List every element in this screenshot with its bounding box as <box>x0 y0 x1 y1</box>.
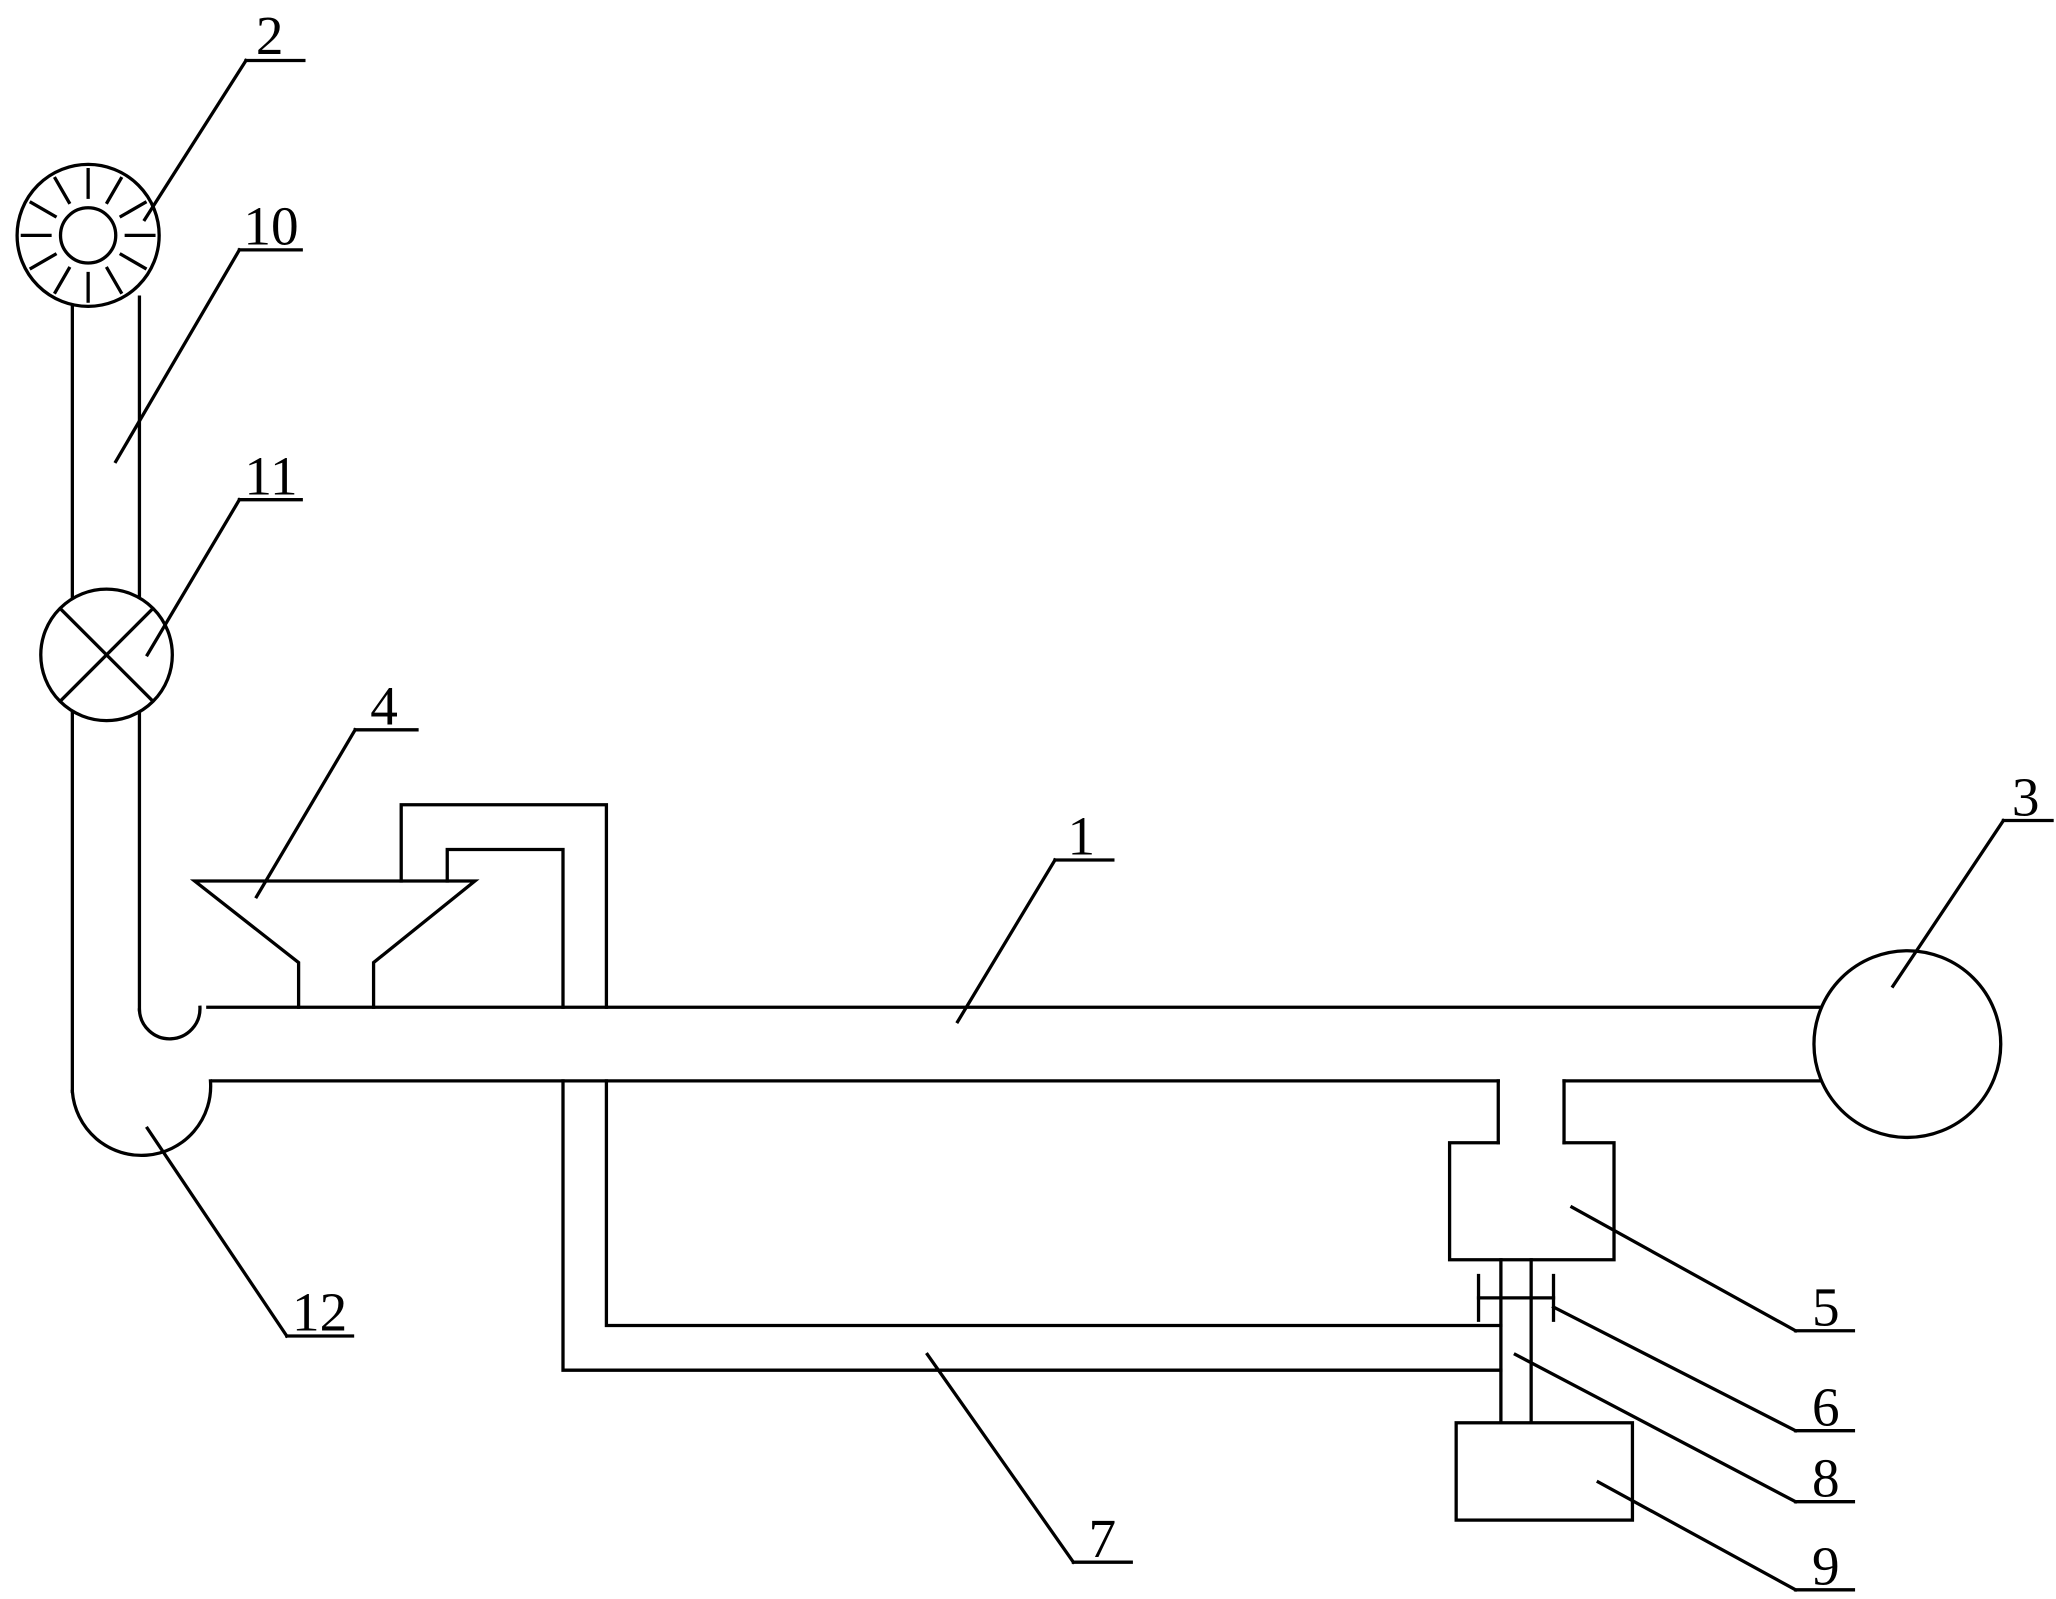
fan-spoke <box>104 176 124 205</box>
pipe-elbow <box>70 1005 213 1158</box>
flange <box>1476 1273 1556 1322</box>
label-4: 4 <box>370 676 398 737</box>
hopper <box>189 879 480 1009</box>
label-7: 7 <box>1089 1508 1117 1569</box>
label-12: 12 <box>292 1282 347 1343</box>
fan-spoke <box>53 176 72 205</box>
label-5: 5 <box>1812 1276 1840 1337</box>
fan-spoke <box>28 200 58 219</box>
label-6: 6 <box>1812 1376 1840 1437</box>
valve <box>39 587 174 723</box>
upper-loop-pipe <box>399 803 609 1009</box>
fan-spoke <box>28 252 58 271</box>
fan <box>15 162 161 309</box>
label-3: 3 <box>2012 766 2040 827</box>
vertical-pipe <box>70 295 142 1094</box>
fan-spoke <box>118 200 148 219</box>
separator <box>1447 1079 1616 1262</box>
main-pipe <box>206 1005 1821 1083</box>
label-9: 9 <box>1812 1536 1840 1597</box>
motor <box>1454 1421 1635 1522</box>
fan-spoke <box>53 266 72 295</box>
shaft <box>1499 1258 1533 1425</box>
labels: 2 10 11 4 1 3 5 6 8 9 7 12 <box>243 5 2039 1597</box>
fan-spoke <box>104 266 124 295</box>
return-pipe <box>561 1079 1503 1372</box>
leader-lines <box>113 58 2054 1593</box>
tank <box>1812 949 2003 1140</box>
label-8: 8 <box>1812 1447 1840 1508</box>
label-1: 1 <box>1067 806 1095 867</box>
fan-spoke <box>118 252 148 271</box>
label-10: 10 <box>243 196 298 257</box>
label-11: 11 <box>244 445 297 506</box>
label-2: 2 <box>256 5 284 66</box>
